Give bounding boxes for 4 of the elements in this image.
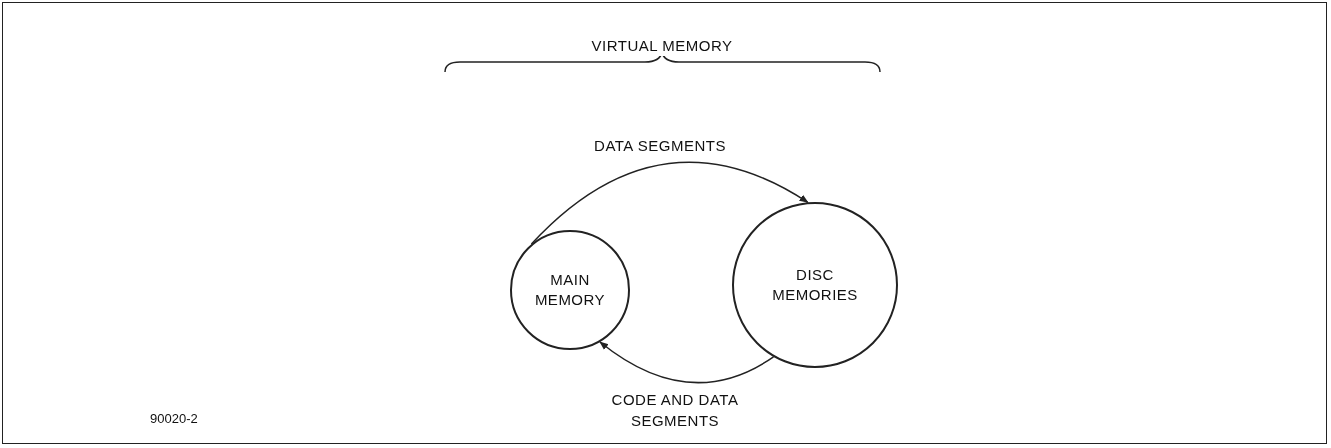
node-label: MAIN MEMORY xyxy=(533,270,607,310)
node-label: DISC MEMORIES xyxy=(771,265,859,305)
curved-arrow xyxy=(530,161,809,245)
curved-arrow xyxy=(599,341,775,384)
